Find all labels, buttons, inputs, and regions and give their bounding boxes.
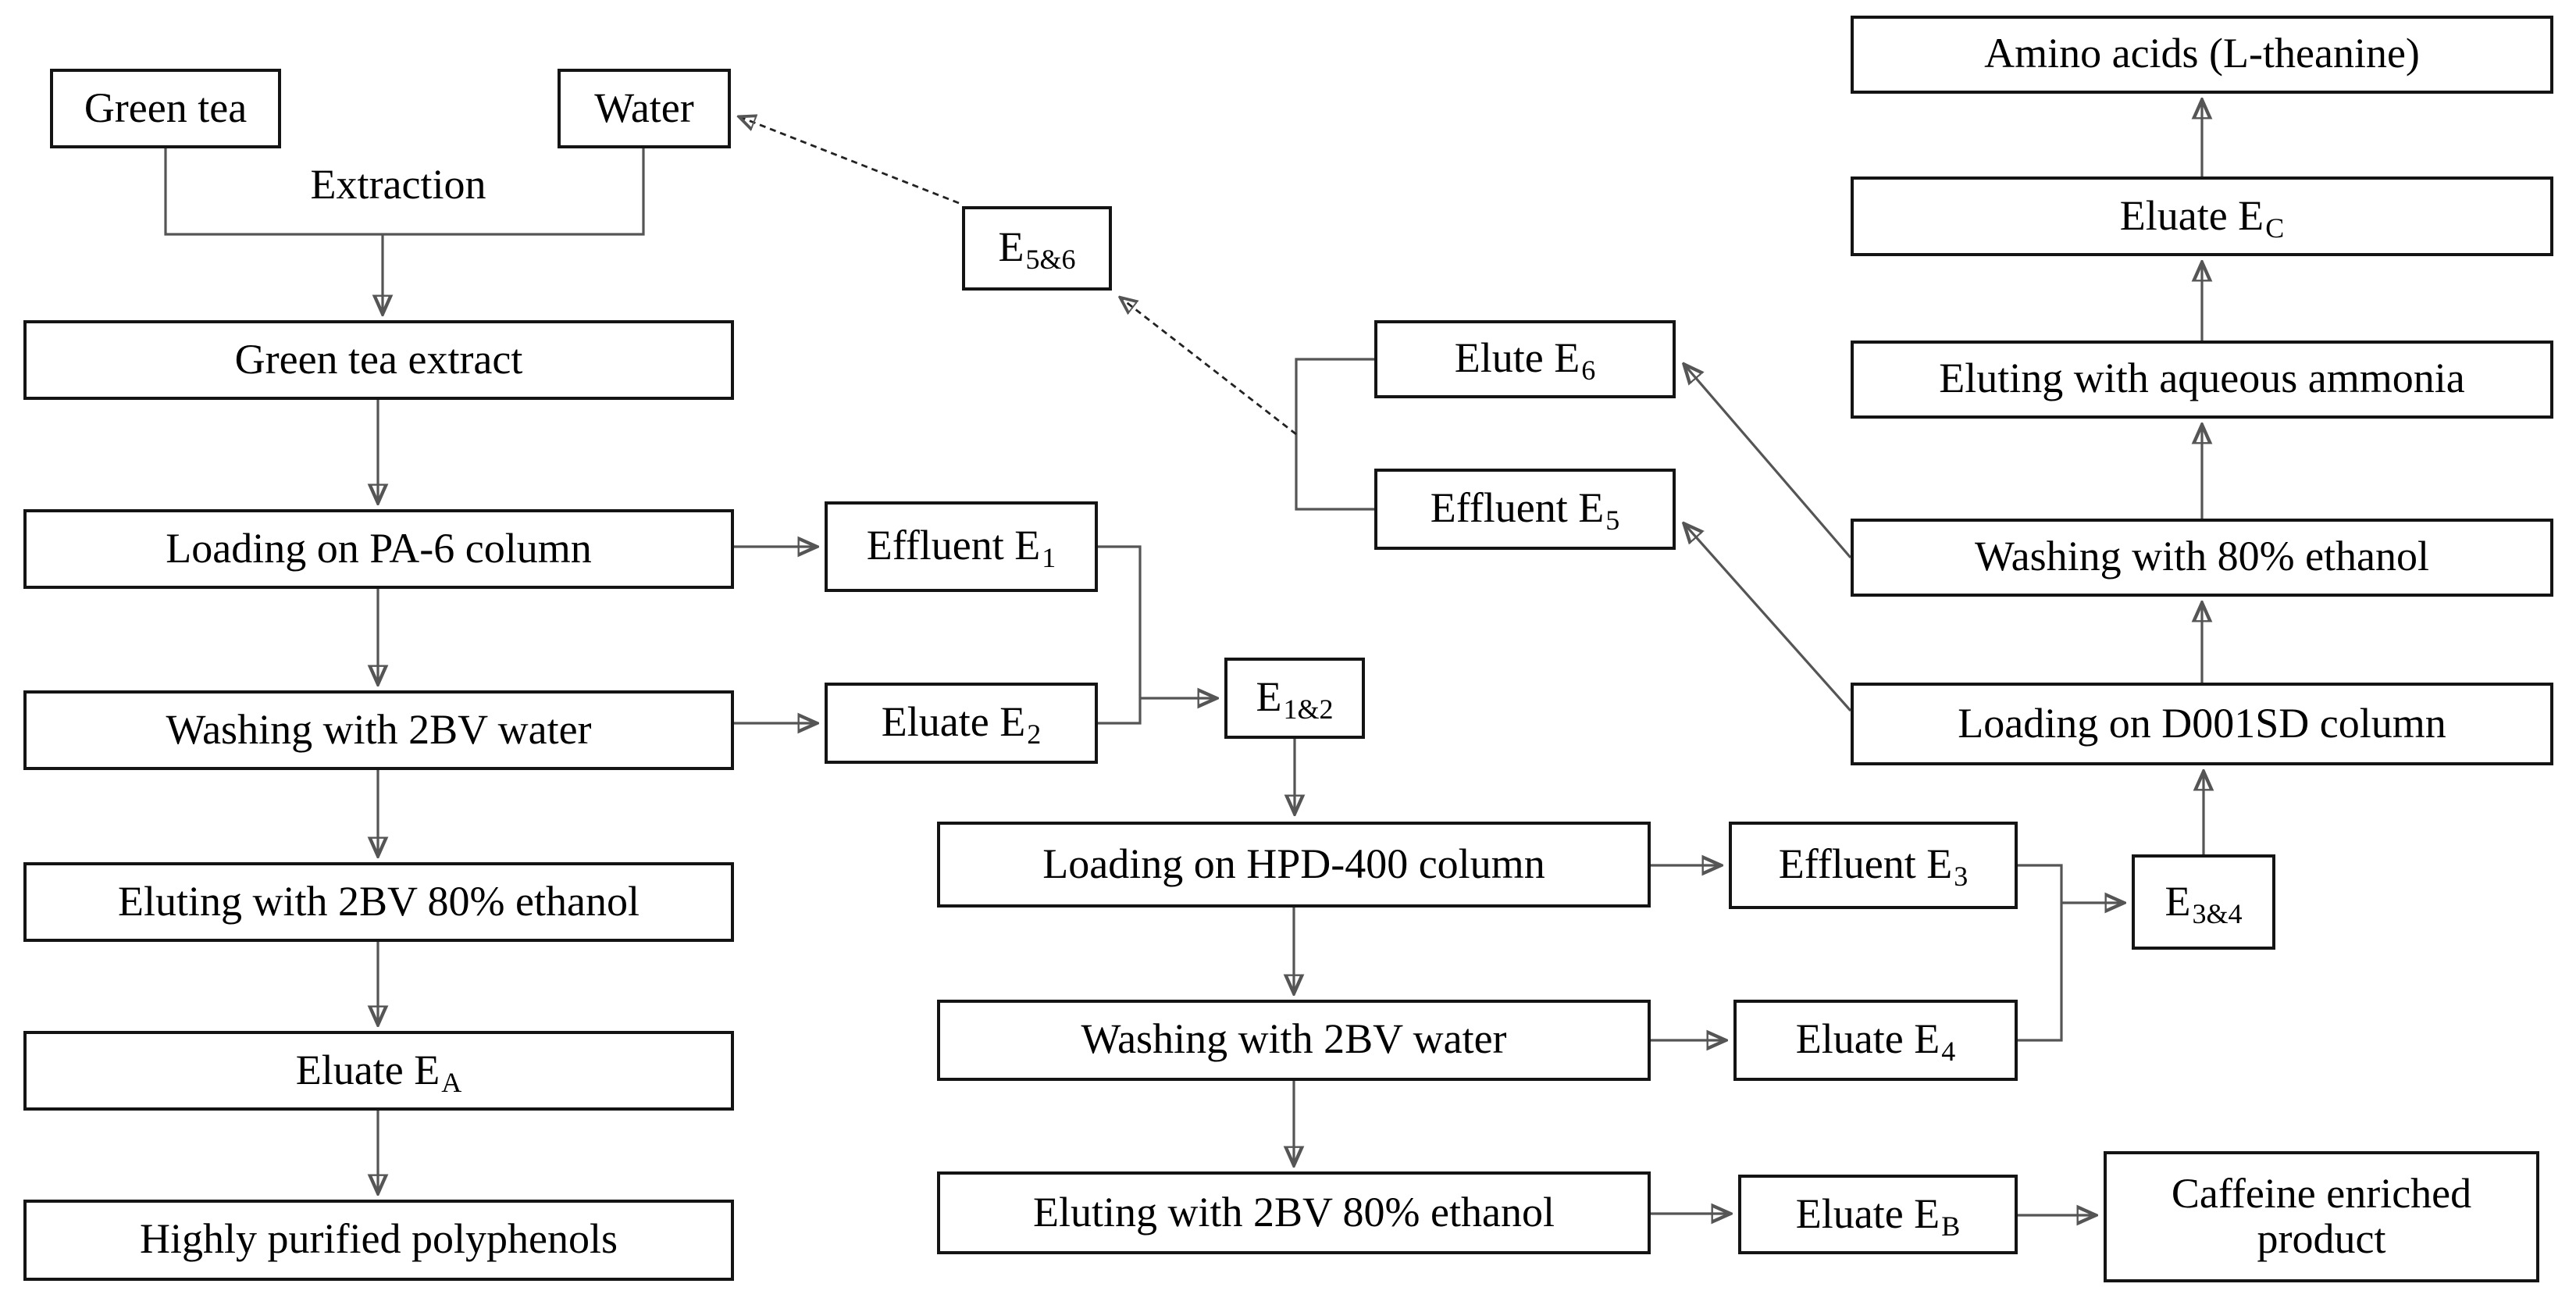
node-eluting-2bv-80-ethanol-left: Eluting with 2BV 80% ethanol xyxy=(23,862,734,942)
node-loading-hpd400-column: Loading on HPD-400 column xyxy=(937,822,1651,908)
node-caffeine-enriched-product: Caffeine enriched product xyxy=(2104,1151,2539,1282)
edge-e3e4-bracket xyxy=(2018,864,2063,1042)
node-eluting-2bv-80-ethanol-middle: Eluting with 2BV 80% ethanol xyxy=(937,1171,1651,1254)
edge-washing80-to-e6 xyxy=(1685,366,1852,559)
edge-d001sd-to-e5 xyxy=(1685,525,1852,712)
node-washing-2bv-water-middle: Washing with 2BV water xyxy=(937,1000,1651,1081)
node-eluting-aqueous-ammonia: Eluting with aqueous ammonia xyxy=(1851,341,2553,419)
edge-e56-to-water-dashed xyxy=(740,117,960,205)
extraction-label: Extraction xyxy=(310,161,486,208)
edge-e6e5-bracket xyxy=(1295,358,1374,511)
edge-e1e2-bracket xyxy=(1098,545,1142,725)
node-loading-pa6-column: Loading on PA-6 column xyxy=(23,509,734,589)
node-washing-2bv-water-left: Washing with 2BV water xyxy=(23,690,734,770)
node-green-tea-extract: Green tea extract xyxy=(23,320,734,400)
edge-bracket-to-e56-dashed xyxy=(1121,298,1297,436)
node-washing-80-ethanol: Washing with 80% ethanol xyxy=(1851,519,2553,597)
node-amino-acids-l-theanine: Amino acids (L-theanine) xyxy=(1851,16,2553,94)
node-highly-purified-polyphenols: Highly purified polyphenols xyxy=(23,1200,734,1281)
node-water: Water xyxy=(558,69,731,148)
node-green-tea: Green tea xyxy=(50,69,281,148)
node-loading-d001sd-column: Loading on D001SD column xyxy=(1851,683,2553,765)
